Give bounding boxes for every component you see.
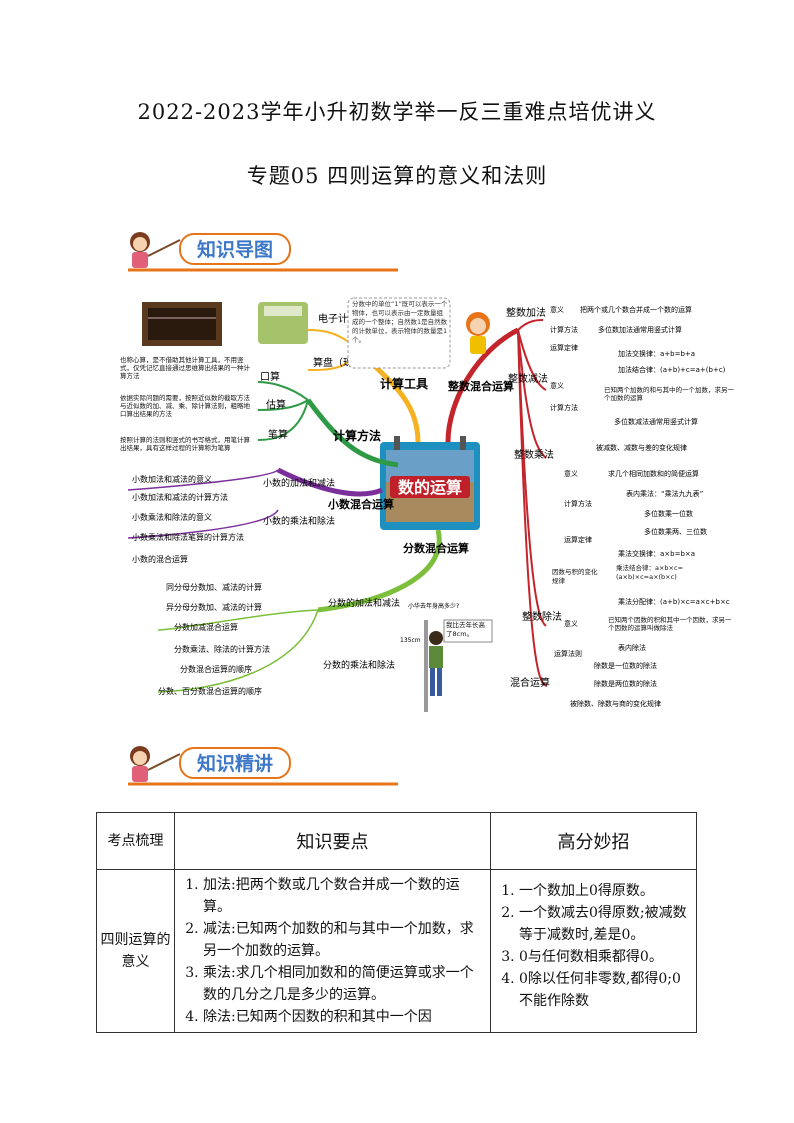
mul-meaning-desc: 求几个相同加数和的简便运算 [608,469,699,478]
add-meaning-label: 意义 [550,305,564,314]
knowledge-point: 除法:已知两个因数的积和其中一个因 [203,1006,484,1028]
sub-meaning-desc: 已知两个加数的和与其中的一个加数，求另一个加数的运算 [604,386,734,402]
sub-method-label: 计算方法 [550,403,578,412]
tip-item: 0除以任何非零数,都得0;0不能作除数 [519,968,690,1012]
mul-method-1: 表内乘法：“乘法九九表” [626,489,703,498]
div-rule-label: 运算法则 [554,649,582,658]
add-method-label: 计算方法 [550,325,578,334]
fraction-addsub-item: 同分母分数加、减法的计算 [166,582,262,592]
method-written-desc: 按照计算的法则和竖式的书写格式，用笔计算出结果，具有这样过程的计算称为笔算 [120,436,250,452]
height-question: 小华去年身高多少? [408,602,459,610]
integer-div-label: 整数除法 [522,610,562,623]
div-rule-2: 除数是一位数的除法 [594,661,657,670]
div-rule-3: 除数是两位数的除法 [594,679,657,688]
calculator-icon [258,302,308,344]
tip-item: 一个数减去0得原数;被减数等于减数时,差是0。 [519,902,690,946]
tip-item: 0与任何数相乘都得0。 [519,946,690,968]
method-estimate-label: 估算 [266,398,286,411]
branch-tools-label: 计算工具 [380,376,428,391]
table-points-cell: 加法:把两个数或几个数合并成一个数的运算。 减法:已知两个加数的和与其中一个加数… [174,869,491,1033]
fraction-muldiv-item: 分数、百分数混合运算的顺序 [158,686,262,696]
mul-law-2: 乘法结合律：a×b×c=(a×b)×c=a×(b×c) [616,564,684,581]
sub-method-desc: 多位数减法通常用竖式计算 [614,417,698,426]
mind-map: 数的运算 电子计算器 算盘（珠算） 计算工具 分数中的单位“1”既可以表示一个物… [118,290,736,720]
document-subtitle: 专题05 四则运算的意义和法则 [246,164,548,188]
knowledge-point: 减法:已知两个加数的和与其中一个加数，求另一个加数的运算。 [203,918,484,962]
integer-sub-label: 整数减法 [508,372,548,385]
girl-icon [466,312,490,354]
teacher-icon [130,232,181,268]
mul-law-label: 运算定律 [564,535,592,544]
center-title: 数的运算 [398,478,462,497]
sub-meaning-label: 意义 [550,381,564,390]
boy-height-icon [424,620,443,712]
section-header-knowledge: 知识精讲 [118,740,398,788]
height-value: 135cm [400,637,421,644]
table-header-tips: 高分妙招 [490,812,697,870]
height-answer: 我比去年长高了8cm。 [446,621,485,638]
fraction-addsub-item: 分数加减混合运算 [174,622,238,632]
branch-decimal-label: 小数混合运算 [327,497,394,511]
fraction-addsub-item: 异分母分数加、减法的计算 [166,602,262,612]
integer-add-label: 整数加法 [506,306,546,319]
method-estimate-desc: 依据实际问题的需要，按照近似数的截取方法与近似数的加、减、乘、除计算法则，粗略地… [120,394,250,418]
div-meaning-desc: 已知两个因数的积和其中一个因数，求另一个因数的运算叫做除法 [608,616,732,632]
table-header-points: 知识要点 [174,812,491,870]
decimal-muldiv-label: 小数的乘法和除法 [263,515,335,527]
add-law-label: 运算定律 [550,343,578,352]
add-method-desc: 多位数加法通常用竖式计算 [598,325,682,334]
abacus-icon [142,302,222,346]
mul-change: 因数与积的变化规律 [552,568,598,585]
table-row-label: 四则运算的意义 [96,869,175,1033]
mul-method-label: 计算方法 [564,499,592,508]
div-meaning-label: 意义 [564,619,578,628]
decimal-addsub-item: 小数加法和减法的计算方法 [132,492,228,502]
add-meaning-desc: 把两个或几个数合并成一个数的运算 [580,305,692,314]
center-card: 数的运算 [380,436,480,530]
fraction-muldiv-label: 分数的乘法和除法 [323,659,395,671]
mul-law-1: 乘法交换律：a×b=b×a [618,549,695,558]
mul-law-3: 乘法分配律：(a+b)×c=a×c+b×c [618,597,730,606]
decimal-muldiv-item: 小数乘法和除法的意义 [132,512,212,522]
integer-mixed-label: 混合运算 [510,676,550,689]
fraction-muldiv-item: 分数混合运算的顺序 [180,664,252,674]
knowledge-point: 乘法:求几个相同加数和的简便运算或求一个数的几分之几是多少的运算。 [203,962,484,1006]
div-rule-1: 表内除法 [618,643,646,652]
integer-mul-label: 整数乘法 [514,448,554,461]
sub-change: 被减数、减数与差的变化规律 [596,443,687,452]
method-written-label: 笔算 [268,428,288,441]
mul-method-2: 多位数乘一位数 [644,509,693,518]
teacher-icon [130,746,181,782]
section-header-mindmap: 知识导图 [118,226,736,276]
table-tips-cell: 一个数加上0得原数。 一个数减去0得原数;被减数等于减数时,差是0。 0与任何数… [490,869,697,1033]
table-header-topic: 考点梳理 [96,812,175,870]
document-title: 2022-2023学年小升初数学举一反三重难点培优讲义 [137,100,657,124]
fraction-addsub-label: 分数的加法和减法 [328,597,400,609]
knowledge-table: 考点梳理 知识要点 高分妙招 四则运算的意义 加法:把两个数或几个数合并成一个数… [96,812,697,1033]
section-title-mindmap: 知识导图 [197,238,273,261]
branch-fraction-label: 分数混合运算 [403,541,469,555]
add-law-2: 加法结合律：(a+b)+c=a+(b+c) [618,365,726,374]
section-title-knowledge: 知识精讲 [197,752,273,775]
method-oral-label: 口算 [260,370,280,383]
decimal-addsub-label: 小数的加法和减法 [263,477,335,489]
tip-item: 一个数加上0得原数。 [519,880,690,902]
knowledge-point: 加法:把两个数或几个数合并成一个数的运算。 [203,874,484,918]
decimal-mixed-item: 小数的混合运算 [132,554,188,564]
fraction-muldiv-item: 分数乘法、除法的计算方法 [174,644,270,654]
method-oral-desc: 也称心算，是不借助其他计算工具，不用竖式，仅凭记忆直接通过思维算出结果的一种计算… [120,356,250,380]
add-law-1: 加法交换律：a+b=b+a [618,349,695,358]
decimal-muldiv-item: 小数乘法和除法笔算的计算方法 [132,532,244,542]
mul-method-3: 多位数乘两、三位数 [644,527,707,536]
div-change: 被除数、除数与商的变化规律 [570,699,661,708]
branch-integer-label: 整数混合运算 [447,379,514,393]
branch-methods-label: 计算方法 [333,428,381,443]
mul-meaning-label: 意义 [564,469,578,478]
decimal-addsub-item: 小数加法和减法的意义 [132,474,212,484]
unit-note: 分数中的单位“1”既可以表示一个物体，也可以表示由一定数量组成的一个整体；自然数… [352,300,448,344]
